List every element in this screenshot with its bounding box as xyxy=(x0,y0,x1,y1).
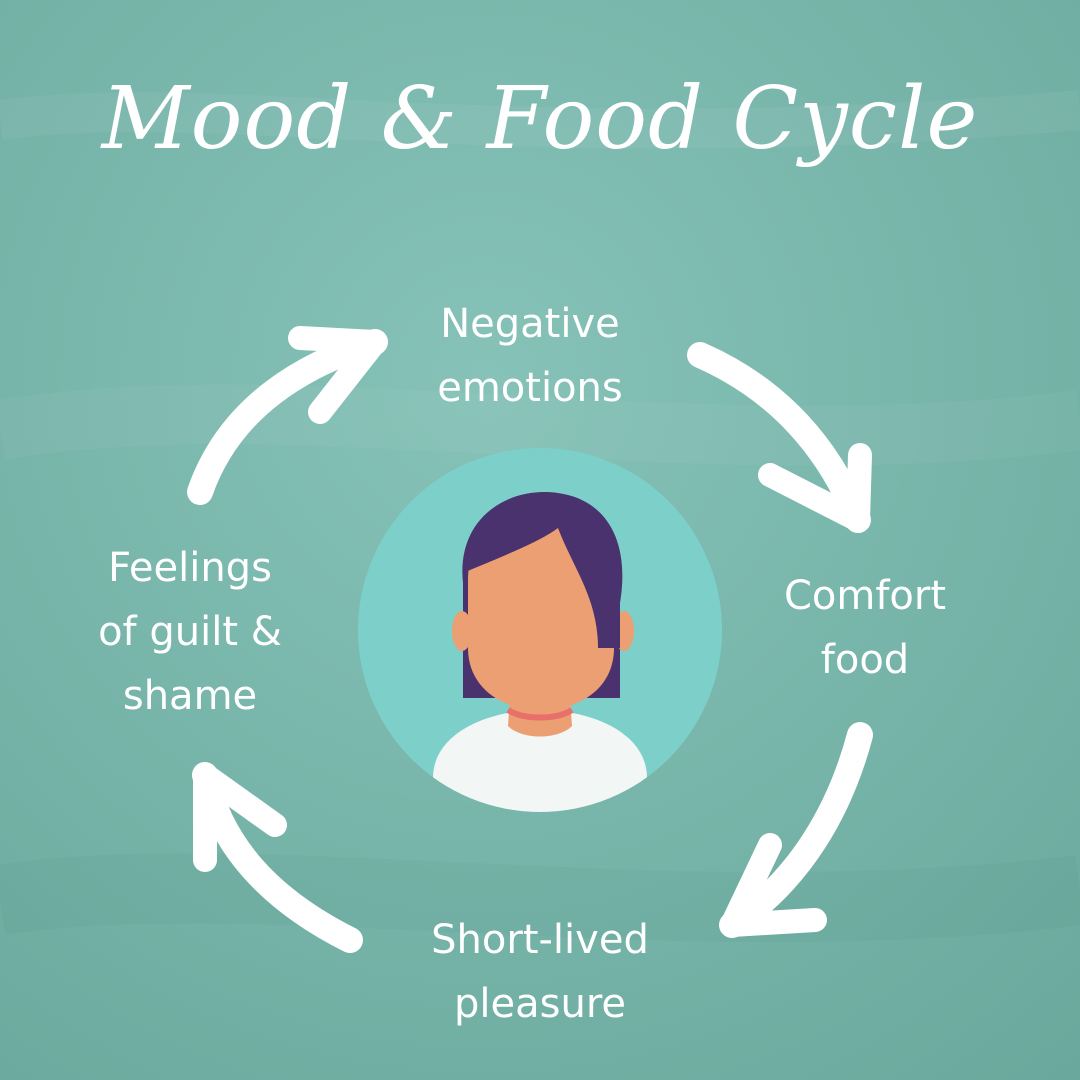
cycle-node-negative-emotions: Negative emotions xyxy=(437,301,623,411)
neck-line xyxy=(506,707,574,721)
curved-arrow-icon xyxy=(687,342,872,533)
ear-left xyxy=(452,611,472,651)
page-title: Mood & Food Cycle xyxy=(101,69,979,169)
curved-arrow-icon xyxy=(192,762,363,953)
curved-arrow-icon xyxy=(719,722,873,938)
shirt xyxy=(433,710,647,812)
person-avatar-icon xyxy=(358,448,722,812)
curved-arrow-icon xyxy=(187,326,388,505)
cycle-node-guilt-shame: Feelings of guilt & shame xyxy=(98,545,282,719)
hair-fringe xyxy=(463,504,622,648)
cycle-node-short-lived-pleasure: Short-lived pleasure xyxy=(431,917,649,1027)
cycle-node-comfort-food: Comfort food xyxy=(783,573,947,683)
